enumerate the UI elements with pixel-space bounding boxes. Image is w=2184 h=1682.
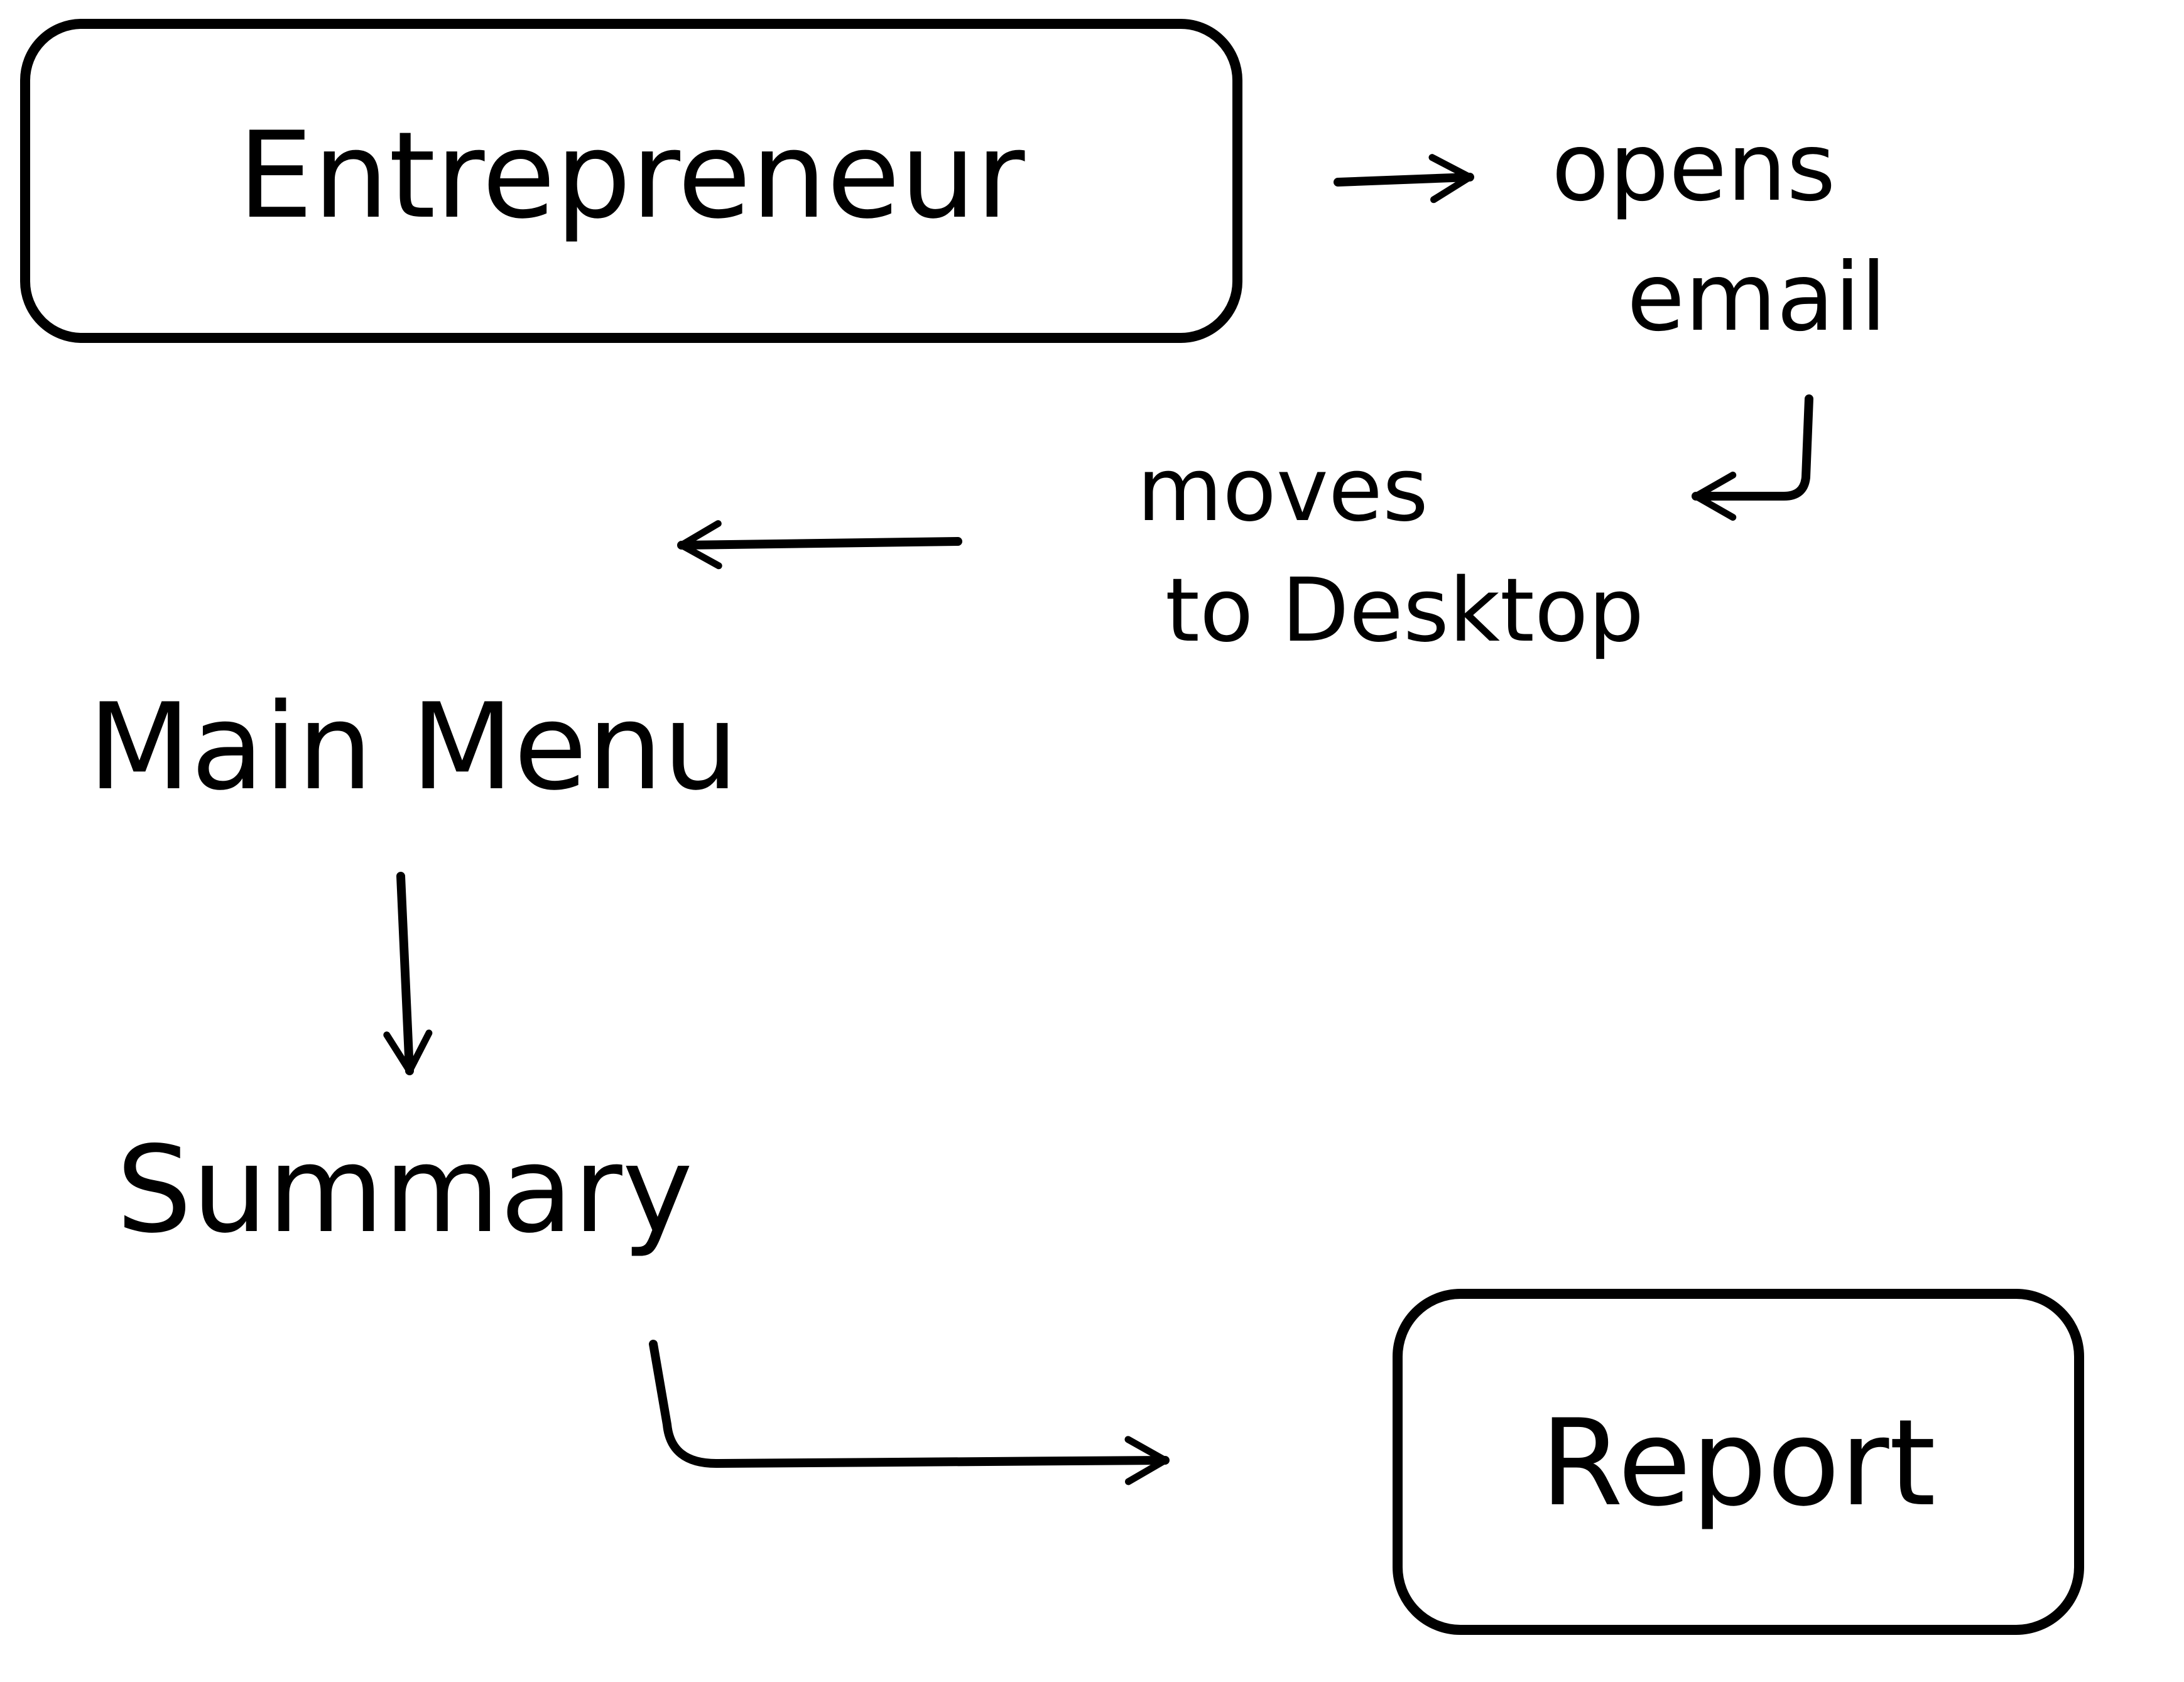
arrow-to-moves-to-desktop [1692,394,1813,521]
main-menu-label: Main Menu [88,678,739,817]
entrepreneur-box [20,19,1242,343]
moves-label-line1: moves [1137,439,1428,541]
entrepreneur-label: Entrepreneur [237,106,1025,245]
opens-email-label-line2: email [1627,243,1887,352]
arrow-to-summary [383,872,433,1075]
opens-email-label-line1: opens [1551,113,1836,222]
summary-label: Summary [116,1120,693,1259]
report-box [1393,1289,2084,1635]
arrow-to-report [649,1340,1170,1485]
report-label: Report [1540,1394,1936,1533]
moves-label-line2: to Desktop [1165,560,1644,662]
arrow-to-main-menu [677,520,962,570]
arrow-to-opens-email [1334,154,1474,203]
